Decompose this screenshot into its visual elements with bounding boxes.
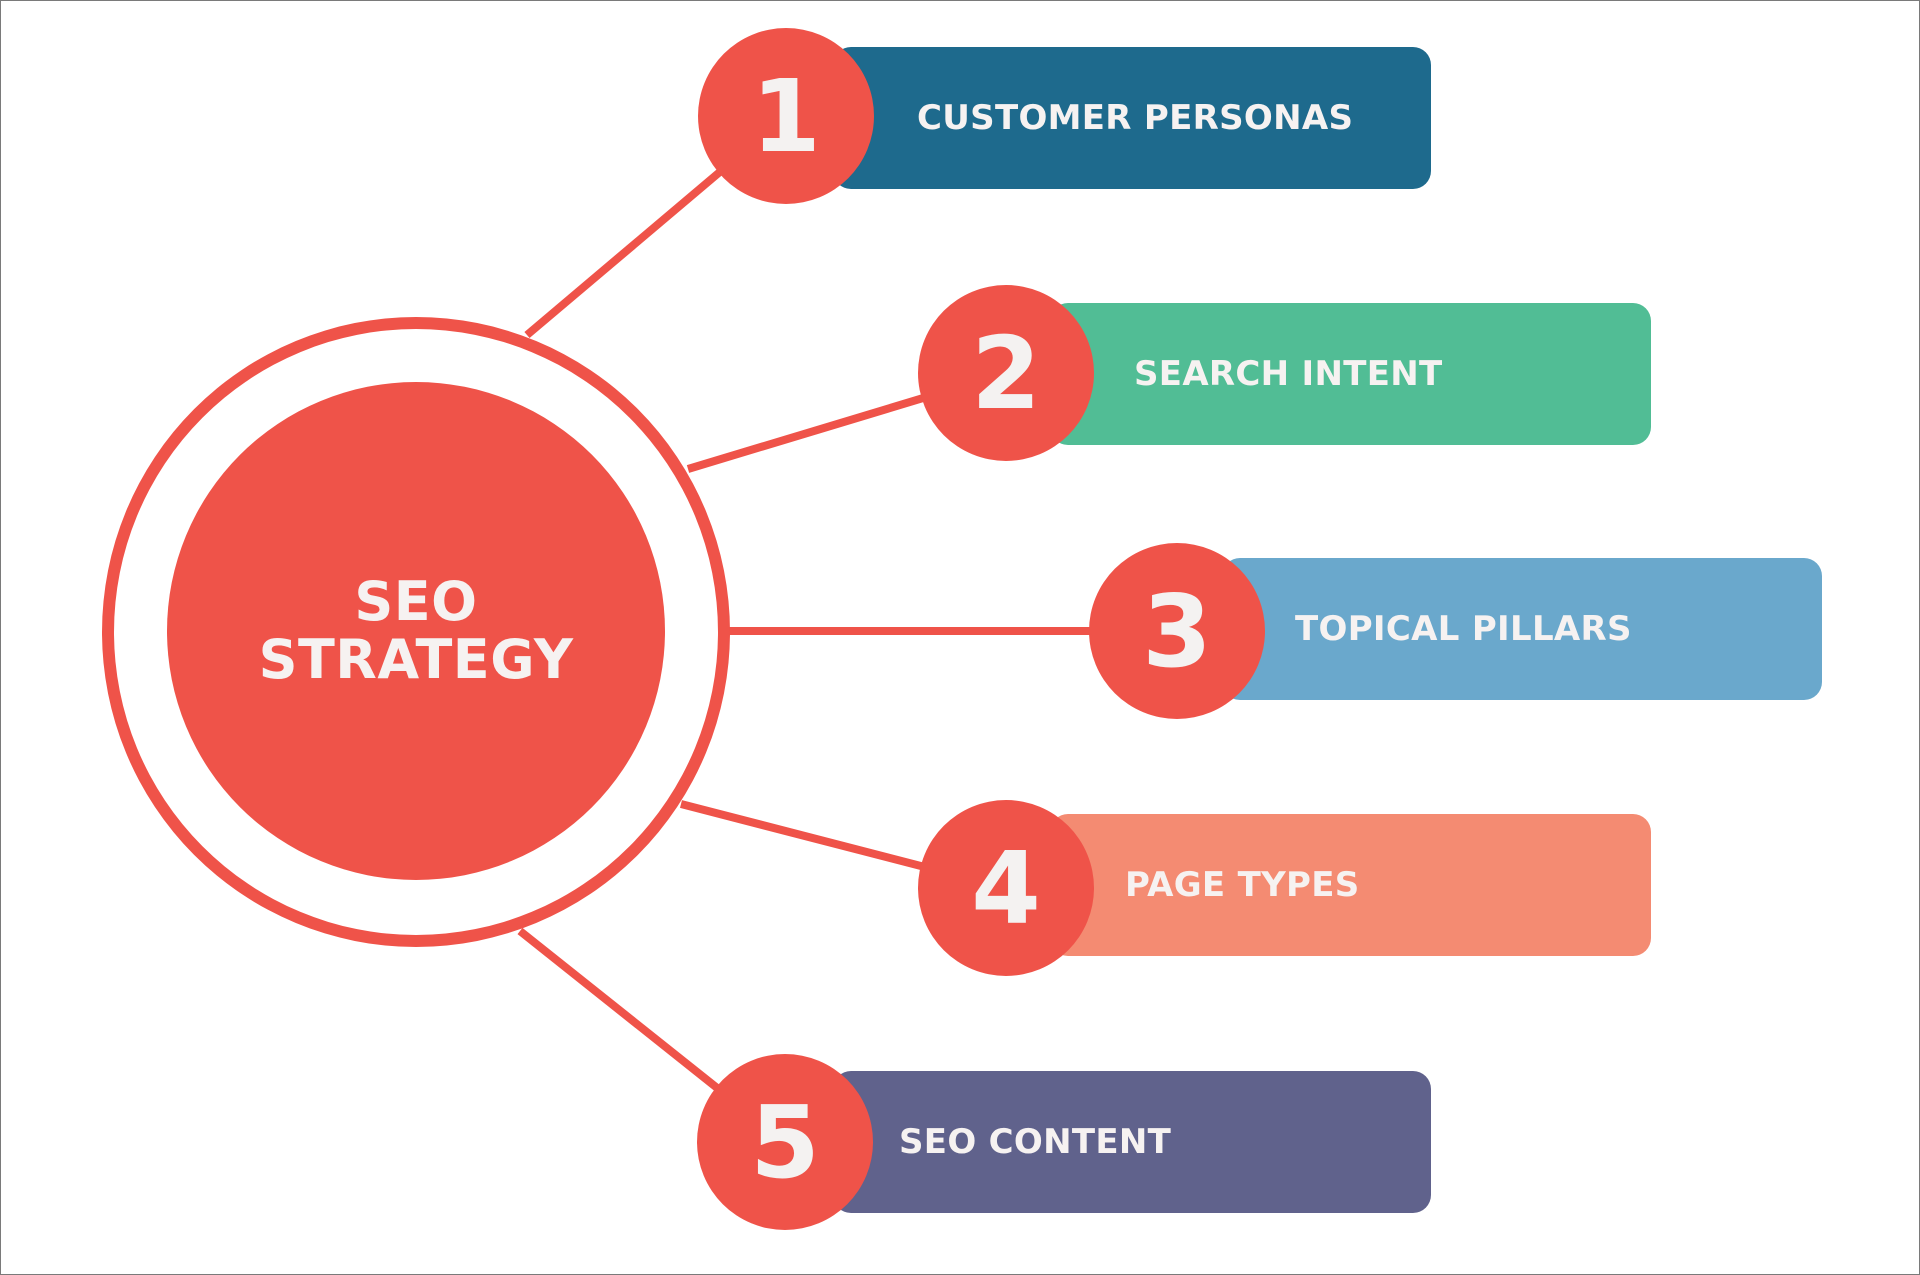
step-4-label: PAGE TYPES [1125, 865, 1360, 905]
hub-title-line1: SEO [354, 570, 478, 633]
step-2-label: SEARCH INTENT [1134, 354, 1443, 394]
step-4-number: 4 [971, 829, 1041, 947]
step-5-label: SEO CONTENT [899, 1122, 1172, 1162]
step-2-box: SEARCH INTENT [1050, 303, 1651, 445]
step-4-box: PAGE TYPES [1050, 814, 1651, 956]
step-5-box: SEO CONTENT [833, 1071, 1431, 1213]
hub-title-line2: STRATEGY [258, 628, 574, 691]
step-1-number: 1 [751, 57, 821, 175]
step-5-badge: 5 [697, 1054, 873, 1230]
hub-circle: SEO STRATEGY [167, 382, 665, 880]
step-4-badge: 4 [918, 800, 1094, 976]
step-3-box: TOPICAL PILLARS [1222, 558, 1822, 700]
step-1-label: CUSTOMER PERSONAS [917, 98, 1354, 138]
step-2-number: 2 [971, 314, 1041, 432]
step-1-badge: 1 [698, 28, 874, 204]
step-5-number: 5 [750, 1083, 820, 1201]
step-3-label: TOPICAL PILLARS [1295, 609, 1632, 649]
step-2-badge: 2 [918, 285, 1094, 461]
step-3-badge: 3 [1089, 543, 1265, 719]
step-3-number: 3 [1142, 572, 1212, 690]
step-1-box: CUSTOMER PERSONAS [833, 47, 1431, 189]
